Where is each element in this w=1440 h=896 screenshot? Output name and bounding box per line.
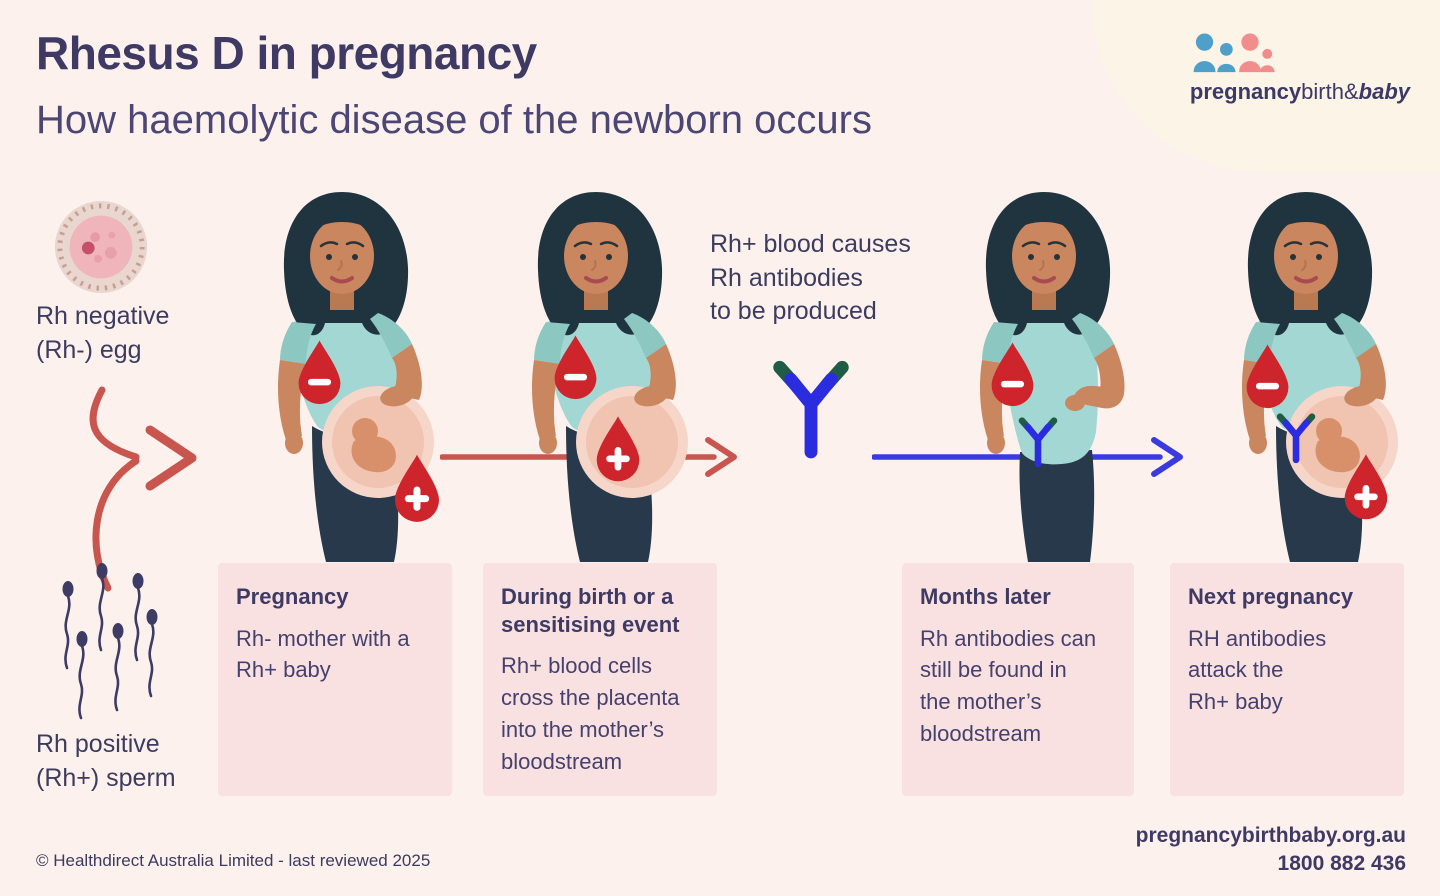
page-subtitle: How haemolytic disease of the newborn oc…	[36, 98, 872, 142]
step-body: Rh antibodies can still be found in the …	[920, 625, 1097, 747]
phone-text: 1800 882 436	[1277, 851, 1406, 875]
antibody-transfer-arrow-icon	[872, 437, 1183, 477]
antibody-icon	[765, 358, 857, 464]
mother-illustration-3	[980, 190, 1125, 562]
step-title: During birth or a sensitising event	[501, 584, 680, 637]
step-title: Months later	[920, 584, 1051, 609]
logo-text-pregnancy: pregnancy	[1189, 79, 1302, 104]
page-title: Rhesus D in pregnancy	[36, 27, 537, 79]
step-title: Next pregnancy	[1188, 584, 1354, 609]
website-text: pregnancybirthbaby.org.au	[1135, 824, 1406, 847]
brand-logo: pregnancybirth&baby	[1190, 30, 1410, 105]
step-title: Pregnancy	[236, 584, 349, 609]
rh-negative-drop-icon	[292, 338, 347, 407]
antibody-caption: Rh+ blood causes Rh antibodies to be pro…	[710, 230, 911, 325]
footer-contact: pregnancybirthbaby.org.au 1800 882 436	[1136, 822, 1406, 877]
step-card-months-later: Months later Rh antibodies can still be …	[902, 563, 1134, 796]
step-card-next-pregnancy: Next pregnancy RH antibodies attack the …	[1170, 563, 1404, 796]
sperm-icon	[61, 561, 159, 720]
step-body: RH antibodies attack the Rh+ baby	[1188, 625, 1327, 715]
step-card-sensitising-event: During birth or a sensitising event Rh+ …	[483, 563, 717, 796]
egg-icon	[52, 198, 150, 296]
antibody-icon	[1014, 416, 1062, 470]
step-body: Rh+ blood cells cross the placenta into …	[501, 653, 680, 774]
step-body: Rh- mother with a Rh+ baby	[236, 625, 410, 683]
sperm-label: Rh positive (Rh+) sperm	[36, 730, 176, 792]
rh-negative-drop-icon	[548, 333, 603, 402]
step-card-pregnancy: Pregnancy Rh- mother with a Rh+ baby	[218, 563, 452, 796]
logo-text-baby: baby	[1358, 79, 1410, 104]
copyright-text: © Healthdirect Australia Limited - last …	[36, 851, 431, 870]
logo-people-icon	[1193, 33, 1275, 73]
rh-positive-drop-icon	[590, 414, 646, 484]
logo-text-birth: birth&	[1301, 79, 1359, 104]
egg-label: Rh negative (Rh-) egg	[36, 302, 170, 364]
rh-negative-drop-icon	[1240, 342, 1295, 411]
rh-positive-drop-icon	[1338, 452, 1394, 522]
antibody-icon	[1272, 412, 1320, 466]
logo-wordmark: pregnancybirth&baby	[1190, 79, 1410, 105]
rh-negative-drop-icon	[985, 340, 1040, 409]
rh-positive-drop-icon	[388, 452, 446, 525]
